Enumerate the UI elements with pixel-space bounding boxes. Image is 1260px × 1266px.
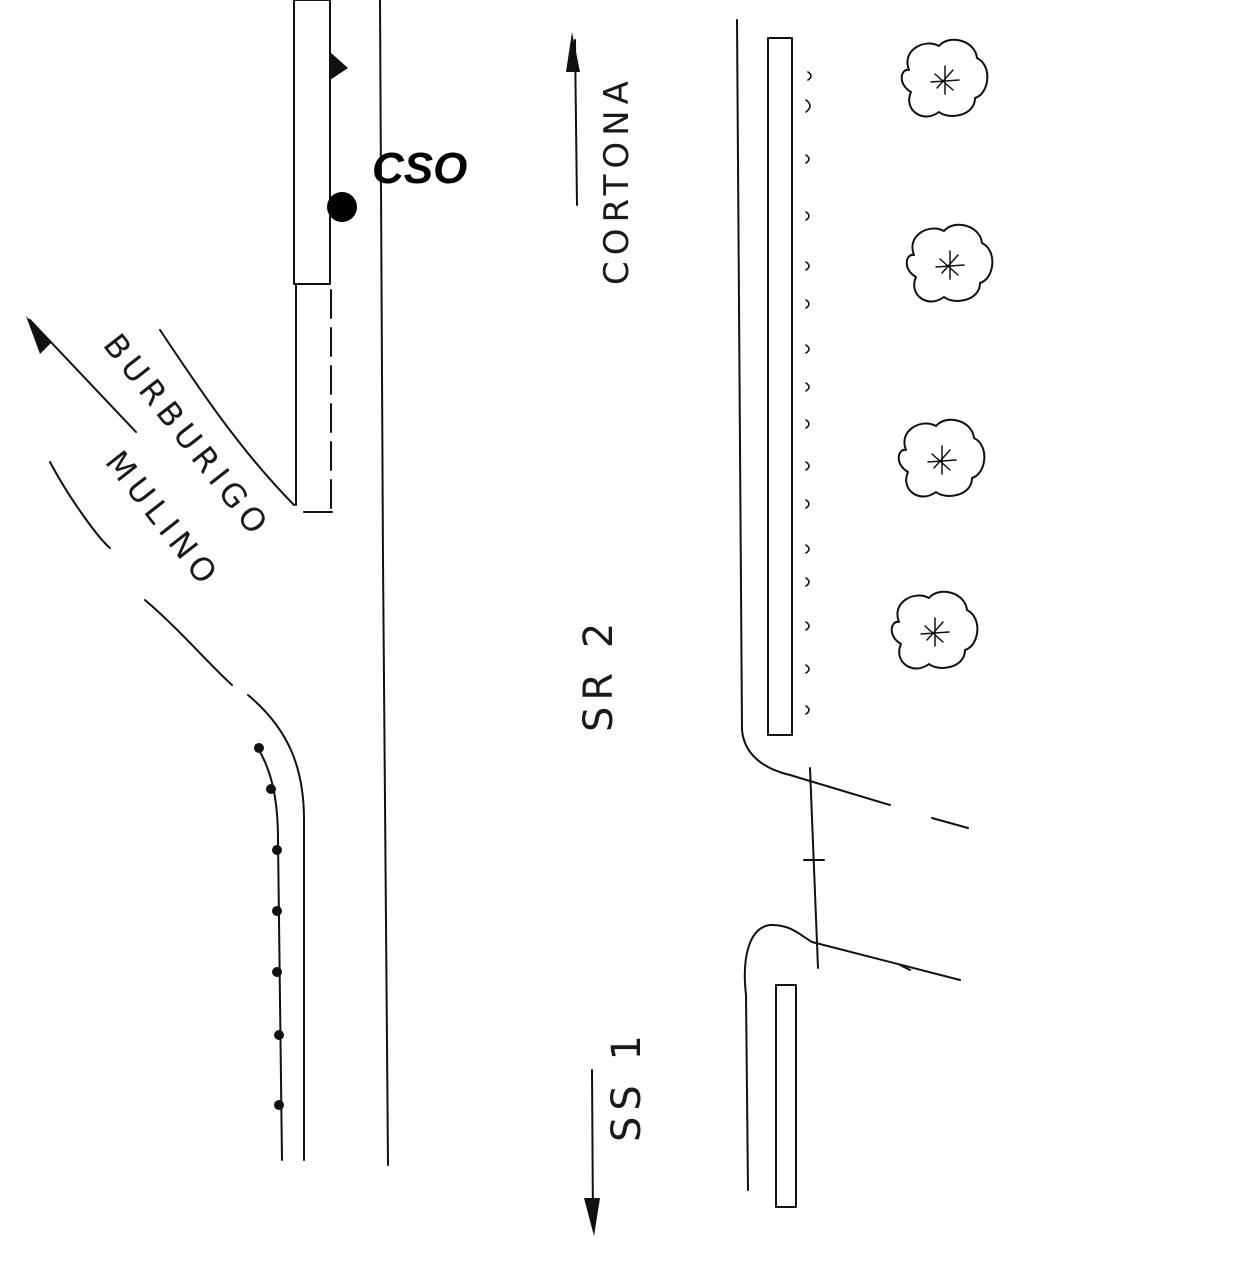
cso-marker-icon <box>327 192 357 222</box>
cortona-arrow-icon <box>566 32 580 206</box>
tree-icon <box>900 38 989 118</box>
burburigo-label: BURBURIGO <box>96 327 279 546</box>
right-road-edge-upper <box>736 19 891 806</box>
right-hatched-sidewalk-upper <box>767 37 793 736</box>
grass-marks <box>805 71 812 715</box>
right-road-edge-dash <box>931 817 969 829</box>
sr2-label: SR 2 <box>576 617 622 732</box>
tree-icon <box>905 223 994 303</box>
left-island-outline <box>295 283 333 513</box>
side-road-arrow-icon <box>26 316 137 433</box>
left-curb <box>247 694 305 1161</box>
cortona-label: CORTONA <box>597 75 637 285</box>
tree-icon <box>890 590 979 670</box>
triangle-marker-icon <box>330 52 348 80</box>
ss1-label: SS 1 <box>604 1029 650 1142</box>
side-road-edges <box>49 329 295 686</box>
right-junction-crossing <box>743 767 961 996</box>
ss1-arrow-icon <box>584 1069 600 1236</box>
lane-line <box>379 0 389 1166</box>
right-hatched-sidewalk-lower <box>775 984 797 1208</box>
left-hatched-island <box>293 0 357 285</box>
cso-label: CSO <box>372 144 467 193</box>
right-road-edge-lower <box>745 994 749 1191</box>
tree-icon <box>897 418 986 498</box>
bollard-dots <box>254 743 284 1110</box>
